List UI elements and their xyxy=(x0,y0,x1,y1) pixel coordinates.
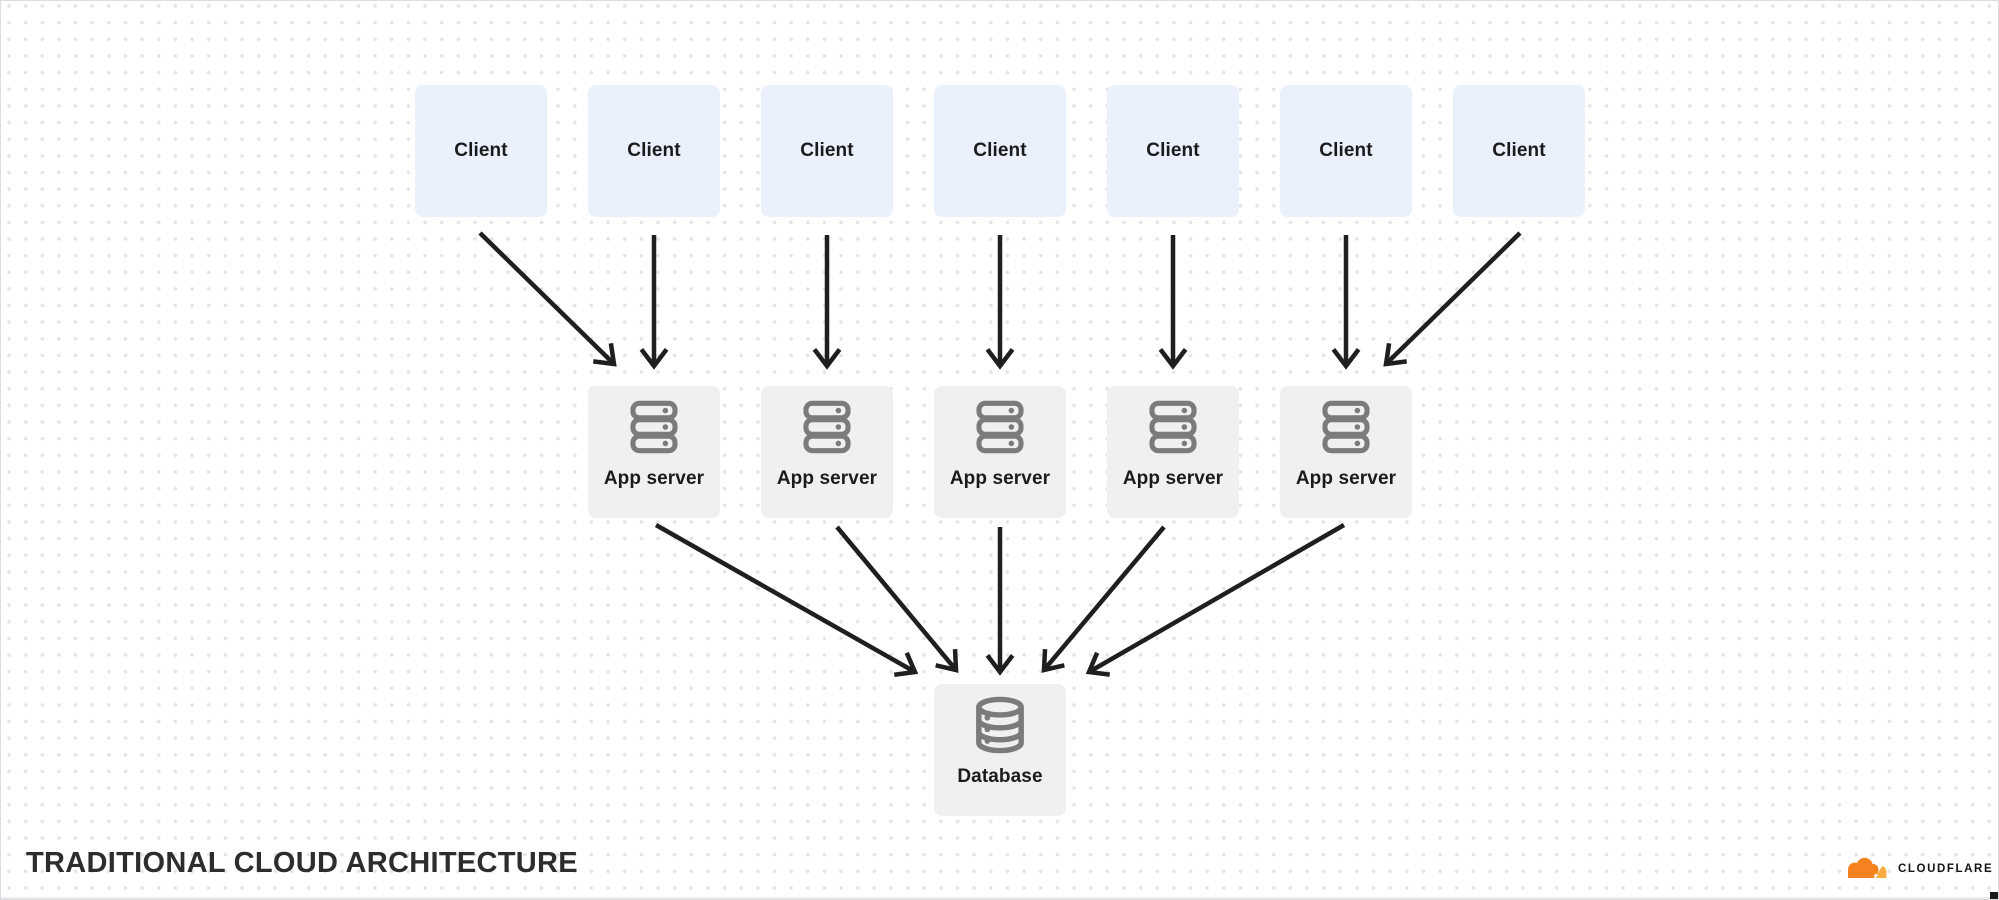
client-node-6: Client xyxy=(1280,85,1412,217)
server-stack-icon xyxy=(1317,398,1375,456)
client-node-7: Client xyxy=(1453,85,1585,217)
client-label: Client xyxy=(627,140,681,161)
diagram-title: TRADITIONAL CLOUD ARCHITECTURE xyxy=(26,847,578,879)
server-stack-icon xyxy=(971,398,1029,456)
client-label: Client xyxy=(1492,140,1546,161)
edge-app-server-4-database xyxy=(1041,525,1166,673)
app-server-label: App server xyxy=(776,468,878,489)
cloudflare-cloud-icon xyxy=(1848,857,1887,882)
database-label: Database xyxy=(957,766,1043,787)
edge-client-7-app-server-5 xyxy=(1383,231,1522,367)
server-stack-icon xyxy=(625,398,683,456)
cloudflare-wordmark: CLOUDFLARE xyxy=(1898,863,1994,875)
app-server-label: App server xyxy=(603,468,705,489)
client-node-4: Client xyxy=(934,85,1066,217)
client-node-1: Client xyxy=(415,85,547,217)
server-stack-icon xyxy=(1144,398,1202,456)
app-server-label: App server xyxy=(1122,468,1224,489)
app-server-node-2: App server xyxy=(761,386,893,518)
client-node-5: Client xyxy=(1107,85,1239,217)
app-server-node-4: App server xyxy=(1107,386,1239,518)
client-label: Client xyxy=(1319,140,1373,161)
edge-app-server-1-database xyxy=(654,523,919,677)
edge-app-server-2-database xyxy=(835,525,959,673)
app-server-label: App server xyxy=(949,468,1051,489)
client-label: Client xyxy=(973,140,1027,161)
client-label: Client xyxy=(454,140,508,161)
app-server-node-5: App server xyxy=(1280,386,1412,518)
app-server-node-3: App server xyxy=(934,386,1066,518)
edge-app-server-5-database xyxy=(1085,523,1346,677)
edge-client-1-app-server-1 xyxy=(478,231,617,367)
cloudflare-logo: CLOUDFLARE xyxy=(1841,854,1993,884)
client-node-3: Client xyxy=(761,85,893,217)
database-cylinder-icon xyxy=(969,694,1031,756)
app-server-label: App server xyxy=(1295,468,1397,489)
client-label: Client xyxy=(1146,140,1200,161)
database-node: Database xyxy=(934,684,1066,816)
bottom-right-corner-mark xyxy=(1990,892,1998,899)
app-server-node-1: App server xyxy=(588,386,720,518)
client-node-2: Client xyxy=(588,85,720,217)
client-label: Client xyxy=(800,140,854,161)
server-stack-icon xyxy=(798,398,856,456)
